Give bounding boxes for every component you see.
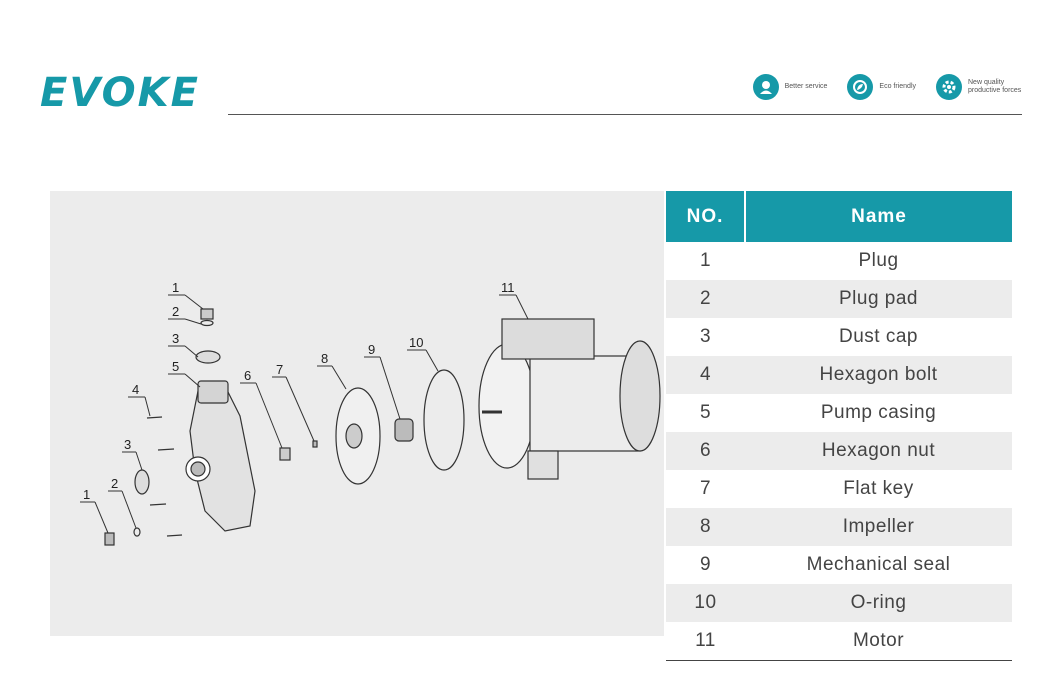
badge-quality: New quality productive forces — [936, 74, 1022, 100]
callout-label: 1 — [172, 280, 179, 295]
header-name: Name — [745, 191, 1012, 242]
header-no: NO. — [666, 191, 746, 242]
brand-logo: EVOKE — [40, 70, 200, 116]
part-no: 4 — [666, 356, 745, 394]
part-no: 11 — [666, 622, 745, 661]
support-agent-icon — [752, 74, 779, 100]
part-no: 7 — [666, 470, 745, 508]
part-name: Hexagon bolt — [745, 356, 1012, 394]
exploded-pump-diagram: 1 2 3 5 4 3 1 2 6 7 8 9 10 11 — [50, 191, 664, 636]
callout-label: 1 — [83, 487, 90, 502]
callout-label: 4 — [132, 382, 139, 397]
part-name: Mechanical seal — [745, 546, 1012, 584]
eco-leaf-icon — [847, 74, 874, 100]
badge-label: Better service — [784, 83, 828, 90]
part-name: O-ring — [745, 584, 1012, 622]
callout-label: 3 — [172, 331, 179, 346]
badge-label: New quality productive forces — [968, 79, 1022, 94]
part-no: 1 — [666, 242, 745, 280]
part-no: 5 — [666, 394, 745, 432]
part-no: 3 — [666, 318, 745, 356]
part-no: 10 — [666, 584, 745, 622]
callout-label: 8 — [321, 351, 328, 366]
callout-label: 2 — [172, 304, 179, 319]
callout-label: 10 — [409, 335, 423, 350]
parts-table-header: NO. Name — [666, 191, 1012, 242]
part-no: 6 — [666, 432, 745, 470]
part-no: 2 — [666, 280, 745, 318]
part-name: Flat key — [745, 470, 1012, 508]
part-no: 9 — [666, 546, 745, 584]
badge-eco-friendly: Eco friendly — [847, 74, 916, 100]
part-name: Hexagon nut — [745, 432, 1012, 470]
callout-label: 7 — [276, 362, 283, 377]
part-name: Pump casing — [745, 394, 1012, 432]
header-divider — [228, 114, 1022, 115]
badge-better-service: Better service — [752, 74, 828, 100]
callout-label: 9 — [368, 342, 375, 357]
feature-badges: Better service Eco friendly New quality … — [752, 74, 1022, 100]
part-name: Dust cap — [745, 318, 1012, 356]
callout-label: 6 — [244, 368, 251, 383]
callout-label: 11 — [501, 280, 515, 295]
gear-icon — [936, 74, 962, 100]
part-name: Impeller — [745, 508, 1012, 546]
part-name: Plug pad — [745, 280, 1012, 318]
callout-label: 3 — [124, 437, 131, 452]
badge-label: Eco friendly — [879, 83, 916, 90]
callout-label: 5 — [172, 359, 179, 374]
callout-label: 2 — [111, 476, 118, 491]
part-name: Plug — [745, 242, 1012, 280]
part-name: Motor — [745, 622, 1012, 661]
part-no: 8 — [666, 508, 745, 546]
